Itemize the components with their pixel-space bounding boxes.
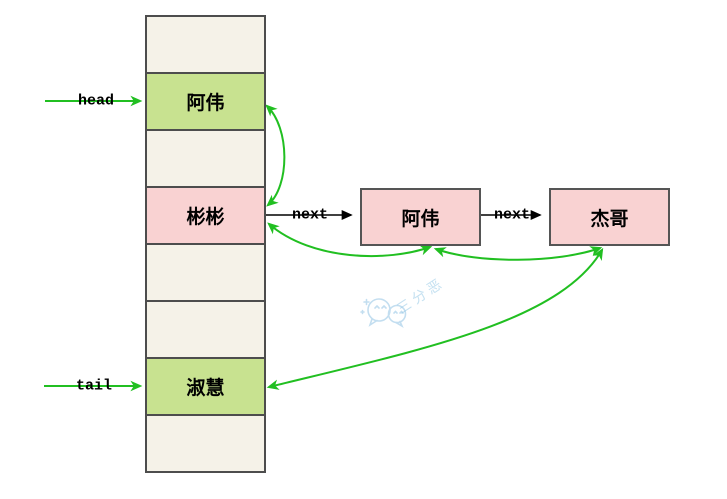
list-node-label: 阿伟 [401, 208, 440, 230]
list-node-awei: 阿伟 [360, 188, 481, 246]
array-cell-2 [145, 129, 266, 188]
wechat-chat-bubbles-icon [360, 298, 407, 328]
tail-pointer-label: tail [75, 377, 113, 395]
next-label-1: next [291, 206, 329, 224]
list-node-label: 杰哥 [590, 208, 629, 230]
next-label-2: next [493, 206, 531, 224]
array-cell-4 [145, 243, 266, 302]
array-cell-label: 阿伟 [186, 93, 225, 114]
head-pointer-label: head [77, 92, 115, 110]
order-link-awei-node-jiege-node [433, 246, 603, 261]
array-cell-binbin: 彬彬 [145, 186, 266, 245]
hash-bucket-array: 阿伟 彬彬 淑慧 [145, 15, 266, 473]
array-cell-5 [145, 300, 266, 359]
array-cell-label: 彬彬 [186, 207, 225, 228]
array-cell-shuhui: 淑慧 [145, 357, 266, 416]
order-link-shuhui-cell-jiege-node [266, 247, 604, 390]
array-cell-label: 淑慧 [186, 378, 225, 399]
order-link-awei-cell-binbin-cell [265, 104, 286, 207]
array-cell-awei: 阿伟 [145, 72, 266, 131]
list-node-jiege: 杰哥 [549, 188, 670, 246]
array-cell-0 [145, 15, 266, 74]
array-cell-7 [145, 414, 266, 473]
